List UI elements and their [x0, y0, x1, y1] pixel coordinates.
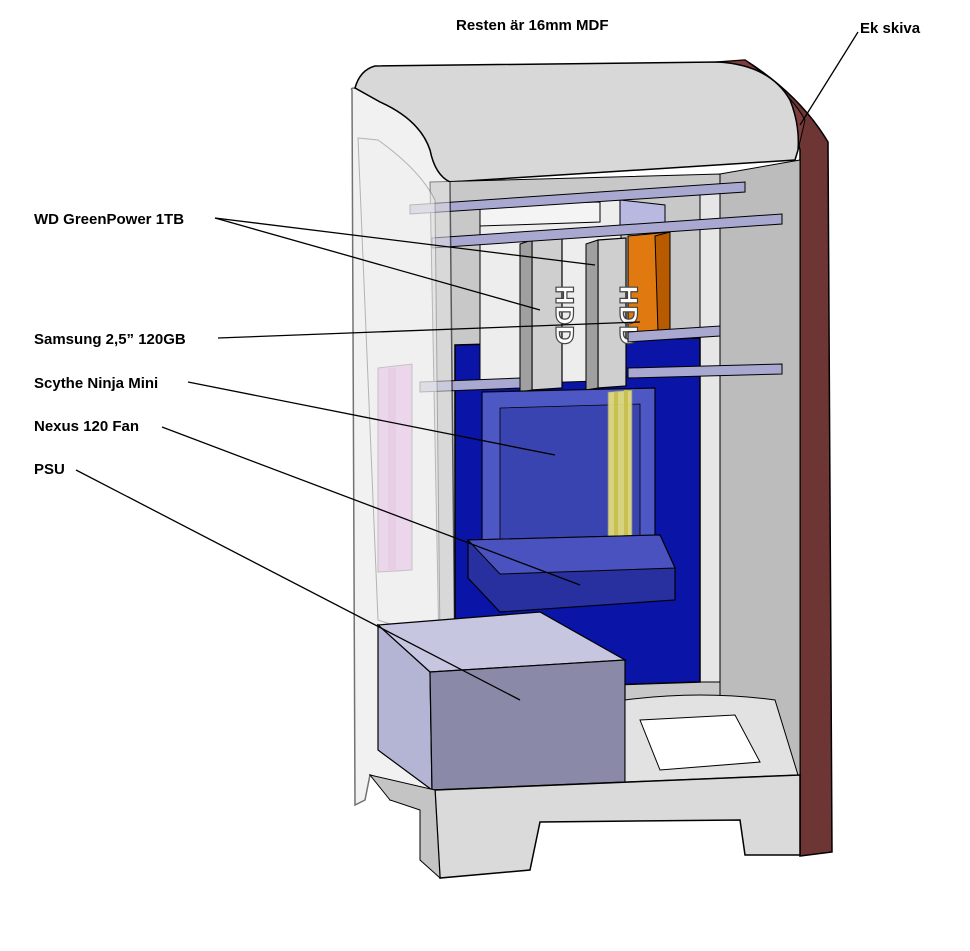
psu — [376, 611, 628, 792]
hdd-1: HDD — [519, 237, 579, 393]
leader-cooler — [187, 381, 556, 456]
cpu-cooler — [481, 387, 656, 561]
leader-oak — [799, 31, 859, 126]
ssd-label: Samsung 2,5” 120GB — [34, 331, 186, 348]
bottom-base — [368, 694, 801, 880]
hdd-1-marking: HDD — [550, 285, 578, 345]
leader-hdd-b — [214, 217, 541, 311]
leader-ssd — [217, 321, 641, 339]
cooler-label: Scythe Ninja Mini — [34, 375, 158, 392]
optical-drive-accent — [627, 231, 671, 333]
psu-label: PSU — [34, 461, 65, 478]
oak-top-label: Ek skiva — [860, 20, 921, 37]
top-note-label: Resten är 16mm MDF — [456, 17, 609, 34]
leader-psu — [75, 469, 521, 701]
leader-fan — [161, 426, 581, 586]
leader-lines — [75, 31, 859, 701]
fan-label: Nexus 120 Fan — [34, 418, 139, 435]
hdd-label: WD GreenPower 1TB — [34, 211, 184, 228]
nexus-fan — [466, 534, 676, 613]
leader-hdd-a — [214, 217, 596, 266]
